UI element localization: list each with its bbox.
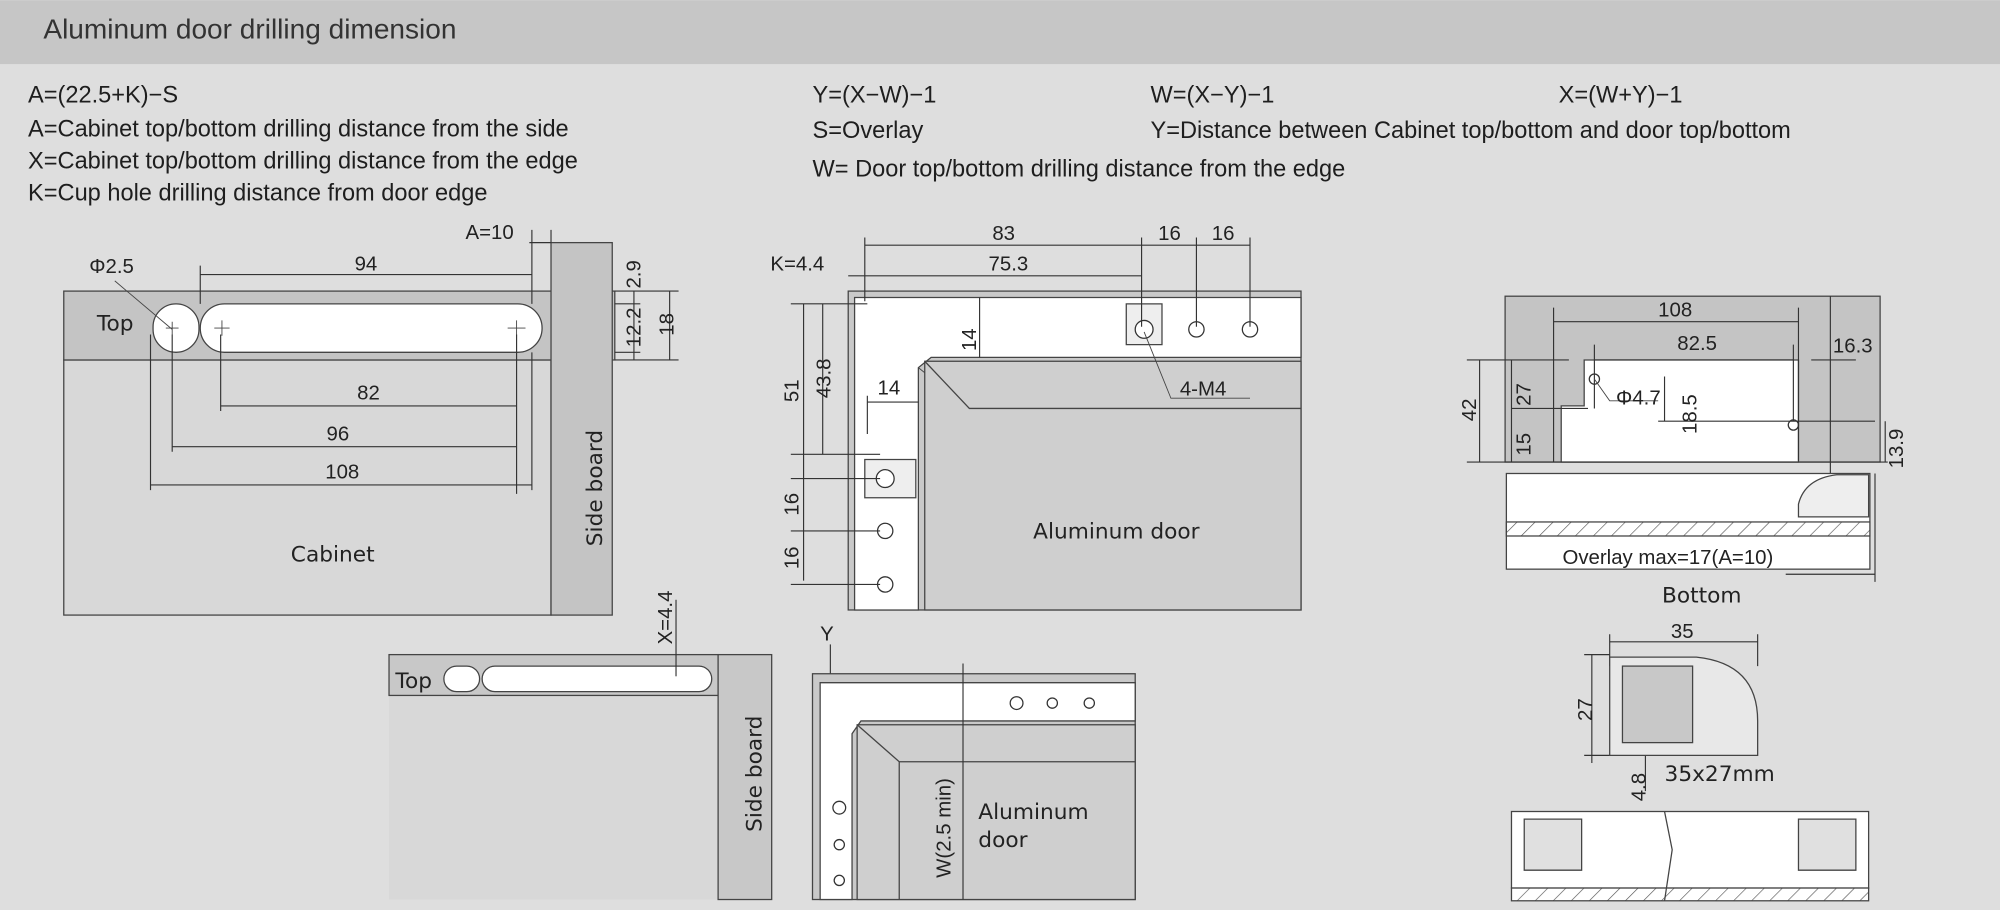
formula: A=Cabinet top/bottom drilling distance f… [28, 116, 569, 142]
overlay-label: Overlay max=17(A=10) [1563, 547, 1774, 569]
page-title: Aluminum door drilling dimension [43, 14, 456, 45]
dim-label: 43.8 [813, 359, 835, 399]
dim-label: 82 [357, 383, 380, 405]
formula: W=(X−Y)−1 [1151, 81, 1275, 107]
dim-label: 27 [1514, 383, 1536, 406]
dim-label: 108 [325, 462, 359, 484]
dim-label: 4-M4 [1180, 379, 1226, 401]
door-view: 83 16 16 K=4.4 75.3 14 51 43.8 14 4-M4 1… [770, 223, 1302, 611]
dim-label: 16 [781, 546, 803, 569]
side-board-label: Side board [742, 716, 767, 832]
formula: A=(22.5+K)−S [28, 81, 178, 107]
door-label: Aluminum [978, 800, 1088, 825]
door-label: door [978, 828, 1027, 853]
dim-label: 96 [327, 423, 350, 445]
dim-label: 94 [355, 254, 378, 276]
top-label: Top [394, 669, 432, 694]
dim-label: 35 [1671, 621, 1694, 643]
dim-label: K=4.4 [770, 254, 824, 276]
dim-label: Φ4.7 [1616, 388, 1661, 410]
side-board-label: Side board [583, 430, 608, 546]
header-bar [0, 0, 2000, 65]
dim-label: 14 [959, 328, 981, 351]
formula: Y=(X−W)−1 [813, 81, 937, 107]
dim-label: Φ2.5 [89, 256, 134, 278]
dim-label: A=10 [466, 222, 514, 244]
dim-label: 83 [992, 223, 1015, 245]
dim-label: 2.9 [623, 260, 645, 288]
size-label: 35x27mm [1665, 762, 1775, 787]
dim-label: 18.5 [1679, 394, 1701, 434]
door-label: Aluminum door [1033, 520, 1199, 545]
small-view: Top X=4.4 Side board Y W(2.5 min) Alumin… [388, 591, 1136, 901]
formula: K=Cup hole drilling distance from door e… [28, 180, 487, 206]
dim-label: 16 [1158, 223, 1181, 245]
dim-label: 12.2 [623, 308, 645, 348]
dim-label: 51 [781, 379, 803, 402]
dim-label: 75.3 [989, 254, 1029, 276]
dim-label: 42 [1459, 399, 1481, 422]
top-label: Top [96, 312, 134, 337]
dim-label: X=4.4 [655, 591, 677, 645]
dim-label: 18 [656, 313, 678, 336]
dim-label: 13.9 [1886, 429, 1908, 469]
dim-label: 27 [1575, 698, 1597, 721]
dim-label: 15 [1514, 433, 1536, 456]
cabinet-label: Cabinet [291, 543, 375, 568]
formula: W= Door top/bottom drilling distance fro… [813, 155, 1346, 181]
formulas: A=(22.5+K)−S A=Cabinet top/bottom drilli… [28, 81, 1791, 205]
bottom-view: 108 82.5 16.3 42 27 15 Φ4.7 18.5 13.9 Ov… [1459, 295, 1908, 608]
bottom-label: Bottom [1662, 583, 1742, 608]
dim-label: 16 [781, 493, 803, 516]
dim-label: 4.8 [1628, 773, 1650, 801]
formula: S=Overlay [813, 117, 924, 143]
formula: Y=Distance between Cabinet top/bottom an… [1151, 117, 1791, 143]
cabinet-view: Top Φ2.5 94 A=10 2.9 12.2 18 82 96 108 C… [63, 222, 679, 616]
dim-label: 108 [1658, 300, 1692, 322]
profile-view: 35 27 4.8 35x27mm [1510, 621, 1870, 902]
dim-label: 82.5 [1677, 333, 1717, 355]
dim-label: 16 [1212, 223, 1235, 245]
formula: X=(W+Y)−1 [1559, 81, 1683, 107]
dim-label: 16.3 [1833, 335, 1873, 357]
dim-label: Y [820, 624, 834, 646]
dim-label: 14 [878, 377, 901, 399]
dim-label: W(2.5 min) [933, 778, 955, 878]
formula: X=Cabinet top/bottom drilling distance f… [28, 148, 578, 174]
